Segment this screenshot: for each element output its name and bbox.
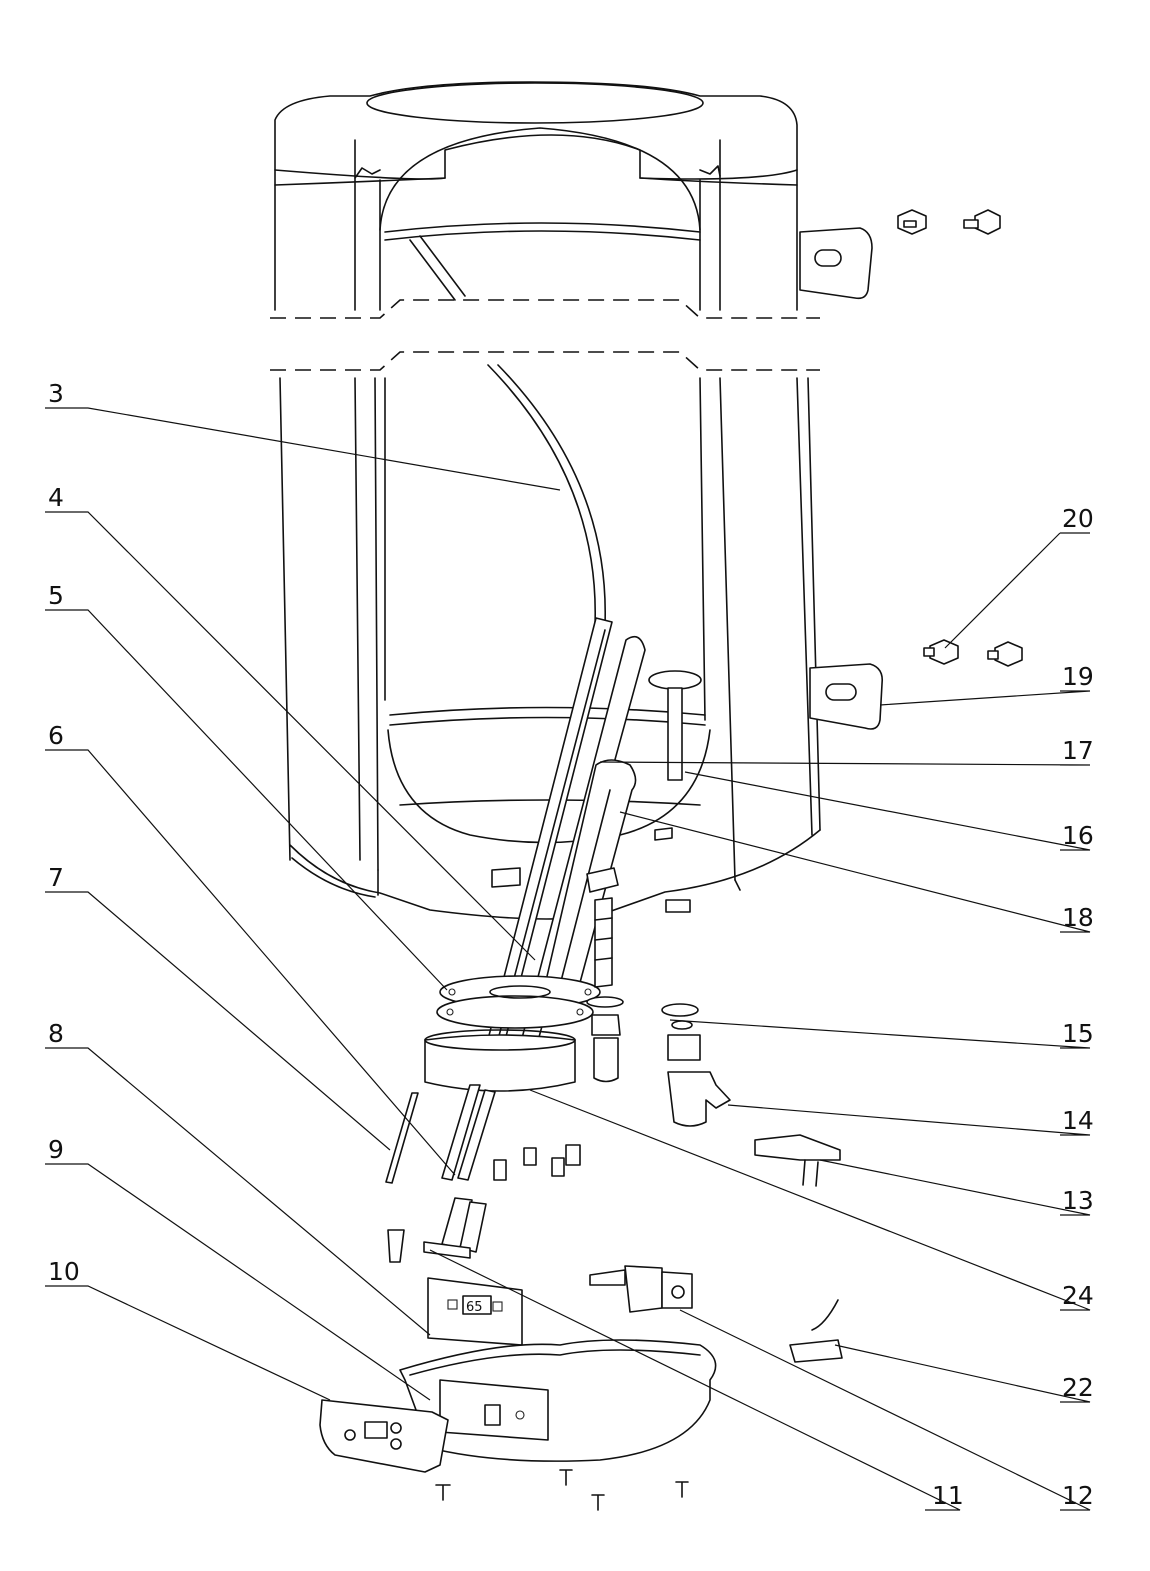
display-value: 65: [466, 1300, 483, 1315]
heating-element-assembly: [423, 617, 646, 1259]
thermal-cutout-wire: [789, 1299, 843, 1363]
bottom-cover: [399, 1339, 717, 1462]
leader-lines: [45, 407, 1091, 1511]
label-9: 9: [48, 1135, 64, 1164]
front-panel: [319, 1399, 449, 1473]
label-24: 24: [1062, 1281, 1094, 1310]
bracket-bolts: [897, 209, 1023, 667]
label-8: 8: [48, 1019, 64, 1048]
label-12: 12: [1062, 1481, 1094, 1510]
wall-bracket-lower: [809, 663, 884, 730]
label-15: 15: [1062, 1019, 1094, 1048]
wall-bracket-upper: [799, 227, 873, 300]
label-18: 18: [1062, 903, 1094, 932]
part-labels: 3 4 5 6 7 8 9 10 11 12 13 14 15 16 17 18…: [48, 379, 1094, 1510]
label-13: 13: [1062, 1186, 1094, 1215]
screw-set: [385, 1092, 581, 1263]
thermometer-probe: [648, 670, 702, 781]
label-7: 7: [48, 863, 64, 892]
label-22: 22: [1062, 1373, 1094, 1402]
thermostat: [589, 1265, 693, 1313]
label-5: 5: [48, 581, 64, 610]
control-board: 65: [427, 1277, 523, 1346]
power-cable-plug: [754, 1134, 841, 1187]
anode-rod-assembly: [586, 867, 624, 1083]
label-14: 14: [1062, 1106, 1094, 1135]
label-10: 10: [48, 1257, 80, 1286]
label-6: 6: [48, 721, 64, 750]
label-20: 20: [1062, 504, 1094, 533]
label-19: 19: [1062, 662, 1094, 691]
label-16: 16: [1062, 821, 1094, 850]
tank-body: [270, 81, 821, 920]
label-11: 11: [932, 1481, 964, 1510]
label-4: 4: [48, 483, 64, 512]
label-17: 17: [1062, 736, 1094, 765]
label-3: 3: [48, 379, 64, 408]
outlet-fittings: [661, 1003, 731, 1127]
cover-screws: [435, 1469, 689, 1511]
